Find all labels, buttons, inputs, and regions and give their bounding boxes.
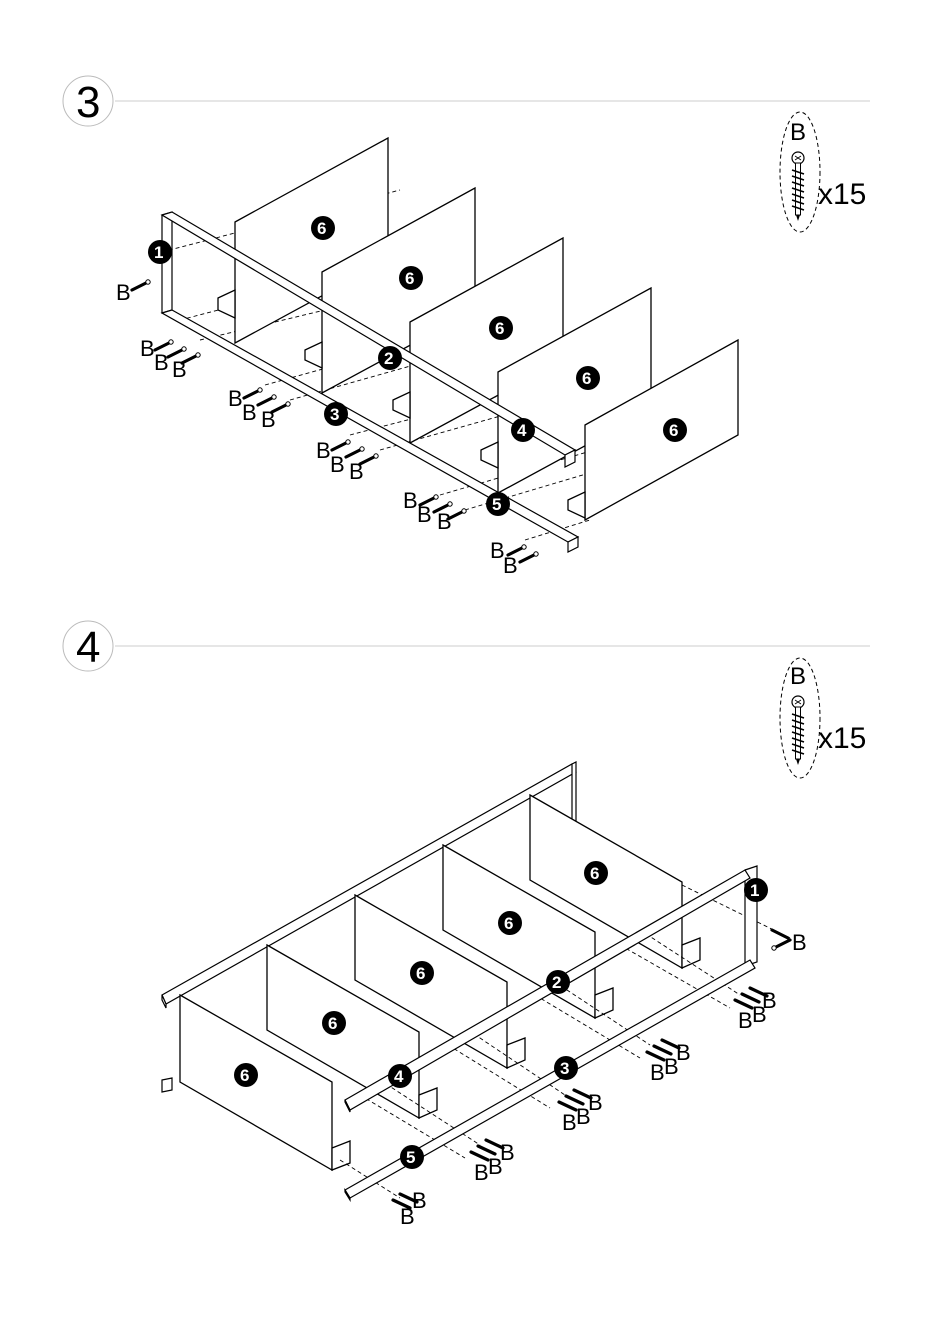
panel-label: 6 — [416, 964, 425, 983]
screw-label: B — [349, 459, 364, 484]
panel-label: 6 — [590, 864, 599, 883]
screw-label: B — [488, 1154, 503, 1179]
panel-label: 6 — [495, 319, 504, 338]
screw-label: B — [403, 488, 418, 513]
panel-label: 6 — [582, 369, 591, 388]
step-4: 4 B x15 6 — [63, 621, 870, 1229]
screw-label: B — [316, 438, 331, 463]
screw-label: B — [503, 553, 518, 578]
rail-label: 4 — [394, 1067, 404, 1086]
screw-label: B — [664, 1054, 679, 1079]
screw-label: B — [228, 386, 243, 411]
panel-label: 6 — [669, 421, 678, 440]
screw-icon — [792, 696, 804, 765]
rail-label: 5 — [406, 1148, 415, 1167]
rail-label: 2 — [384, 349, 393, 368]
rail-label: 1 — [154, 243, 163, 262]
step-number: 4 — [76, 623, 100, 672]
hardware-quantity: x15 — [818, 178, 866, 211]
rail-label: 5 — [492, 495, 501, 514]
rail-label: 4 — [517, 421, 527, 440]
panels: 6 6 6 6 — [180, 795, 700, 1170]
screw-label: B — [792, 930, 807, 955]
hardware-label: B — [790, 663, 806, 690]
panel-label: 6 — [504, 914, 513, 933]
screw-label: B — [154, 350, 169, 375]
screw-label: B — [738, 1008, 753, 1033]
screw-label: B — [474, 1160, 489, 1185]
screw-label: B — [562, 1110, 577, 1135]
panel-label: 6 — [405, 269, 414, 288]
screw-label: B — [116, 280, 131, 305]
screw-label: B — [261, 407, 276, 432]
rail-label: 3 — [560, 1059, 569, 1078]
step-number: 3 — [76, 78, 100, 127]
rail-label: 2 — [552, 973, 561, 992]
screw-label: B — [752, 1002, 767, 1027]
screw-label: B — [576, 1104, 591, 1129]
step-4-header: 4 — [63, 621, 870, 672]
panel-label: 6 — [317, 219, 326, 238]
screw-icon — [792, 152, 804, 221]
hardware-callout: B x15 — [780, 112, 866, 232]
panel-label: 6 — [240, 1066, 249, 1085]
panels: 6 6 6 6 — [218, 138, 738, 520]
screw-label: B — [650, 1060, 665, 1085]
screw-label: B — [437, 509, 452, 534]
screw-label: B — [330, 452, 345, 477]
step-3-header: 3 — [63, 76, 870, 127]
screw-label: B — [172, 357, 187, 382]
panel-label: 6 — [328, 1014, 337, 1033]
hardware-callout: B x15 — [780, 658, 866, 778]
rail-label: 1 — [750, 881, 759, 900]
hardware-label: B — [790, 119, 806, 146]
screw-label: B — [417, 502, 432, 527]
screw-label: B — [140, 336, 155, 361]
rail-label: 3 — [330, 405, 339, 424]
hardware-quantity: x15 — [818, 722, 866, 755]
screw-label: B — [242, 400, 257, 425]
step-3: 3 B x15 6 — [63, 76, 870, 578]
screw-icon — [132, 280, 150, 290]
